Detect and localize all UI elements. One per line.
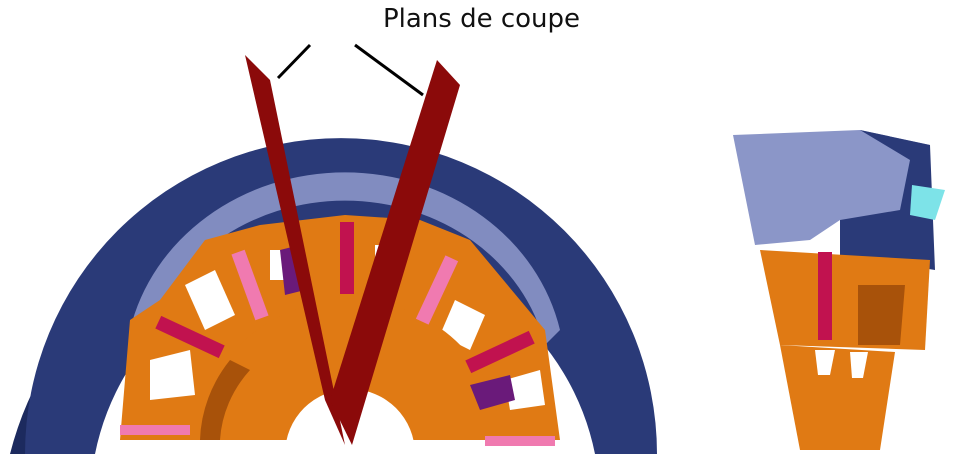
- rotor-inner-shade: [200, 360, 250, 440]
- cutting-planes-label: Plans de coupe: [382, 4, 581, 34]
- section-rotor-shade: [858, 285, 905, 345]
- cross-section-detail: [733, 130, 945, 450]
- stator-yoke-face: [25, 138, 657, 454]
- section-cyan: [910, 185, 945, 220]
- cutting-plane-left: [245, 55, 345, 445]
- section-rotor-top: [760, 250, 930, 350]
- section-slot: [850, 352, 868, 378]
- magnet-red: [155, 315, 225, 359]
- magnet-purple: [470, 375, 515, 410]
- magnet-pink: [231, 249, 269, 321]
- label-leader-right: [354, 43, 424, 97]
- section-stator-dark: [840, 130, 935, 270]
- cutting-planes: [245, 43, 460, 445]
- stator-inner-section: [130, 172, 560, 345]
- magnet-pink: [120, 425, 190, 435]
- rotor-slot: [150, 350, 195, 400]
- rotor-slot: [185, 270, 235, 330]
- label-leader-left: [276, 43, 312, 80]
- section-slot: [815, 350, 835, 375]
- magnet-red: [340, 222, 354, 294]
- section-magnet: [818, 252, 832, 340]
- magnet-red: [465, 330, 535, 374]
- magnets: [120, 222, 555, 446]
- section-rotor-bottom: [780, 345, 895, 450]
- magnet-pink: [415, 255, 459, 325]
- magnet-pink: [485, 436, 555, 446]
- cutting-plane-right: [330, 60, 460, 445]
